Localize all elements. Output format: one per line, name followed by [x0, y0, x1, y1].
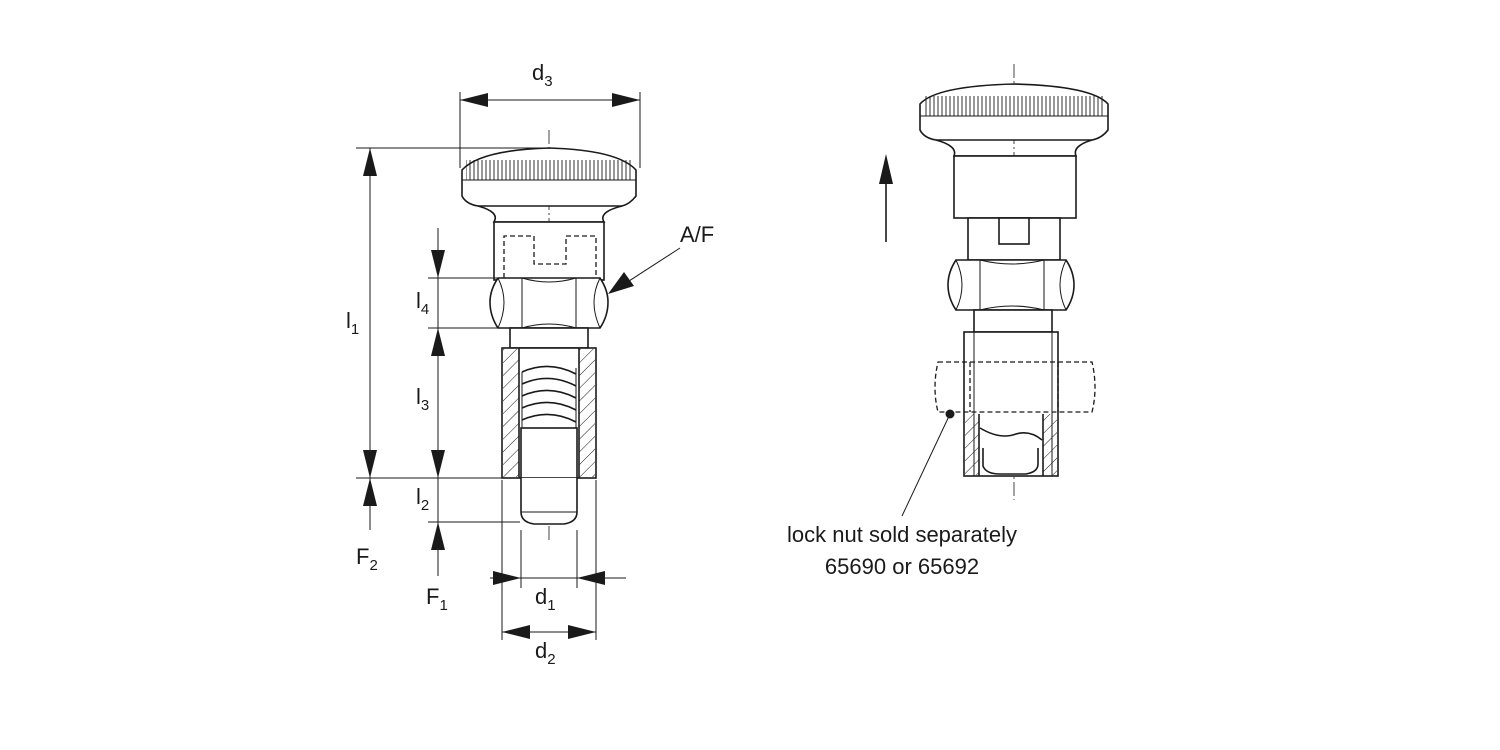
left-spring [521, 365, 577, 423]
l4-arrow-top [431, 250, 445, 278]
d2-arrow-right [568, 625, 596, 639]
note-leader [901, 413, 951, 517]
right-lock-nut-hidden [934, 361, 1096, 413]
label-f1: F1 [426, 584, 448, 614]
left-hidden-slot [503, 235, 597, 278]
right-sectioned-bottom [965, 414, 1057, 476]
l1-arrow-top [363, 148, 377, 176]
right-knob [919, 83, 1109, 157]
label-af: A/F [680, 222, 714, 247]
label-d1: d1 [535, 584, 556, 614]
right-view-plunger [879, 64, 1109, 517]
left-view-plunger [461, 130, 637, 540]
leader-dot [945, 409, 955, 419]
f1-arrow [431, 522, 445, 550]
label-l2: l2 [416, 484, 429, 514]
label-l4: l4 [416, 288, 429, 318]
left-hex-nut [489, 277, 609, 329]
d1-arrow-left [493, 571, 521, 585]
l1-arrow-bottom [363, 450, 377, 478]
left-sectioned-body [501, 347, 597, 479]
right-shank [953, 155, 1077, 219]
label-d3: d3 [532, 60, 553, 90]
l3-arrow-bottom [431, 450, 445, 478]
left-knob [461, 147, 637, 223]
left-neck [509, 327, 589, 349]
d3-arrow-right [612, 93, 640, 107]
label-f2: F2 [356, 544, 378, 574]
label-d2: d2 [535, 638, 556, 668]
d2-arrow-left [502, 625, 530, 639]
label-l1: l1 [346, 308, 359, 338]
left-shank [493, 221, 605, 281]
af-arrow [608, 272, 634, 294]
d1-arrow-right [577, 571, 605, 585]
left-dimensions [356, 92, 681, 640]
f2-arrow [363, 478, 377, 506]
pull-direction-arrow [879, 154, 893, 184]
note-line-1: lock nut sold separately [787, 522, 1017, 547]
label-l3: l3 [416, 384, 429, 414]
right-thread-body [973, 309, 1053, 333]
left-labels: d3 l1 l4 l3 l2 F2 F1 d1 d2 A/F [346, 60, 714, 668]
note-line-2: 65690 or 65692 [825, 554, 979, 579]
right-key-pin [998, 217, 1030, 245]
l3-arrow-top [431, 328, 445, 356]
right-hex-nut [947, 259, 1075, 311]
left-pin-tip [520, 478, 578, 525]
d3-arrow-left [460, 93, 488, 107]
